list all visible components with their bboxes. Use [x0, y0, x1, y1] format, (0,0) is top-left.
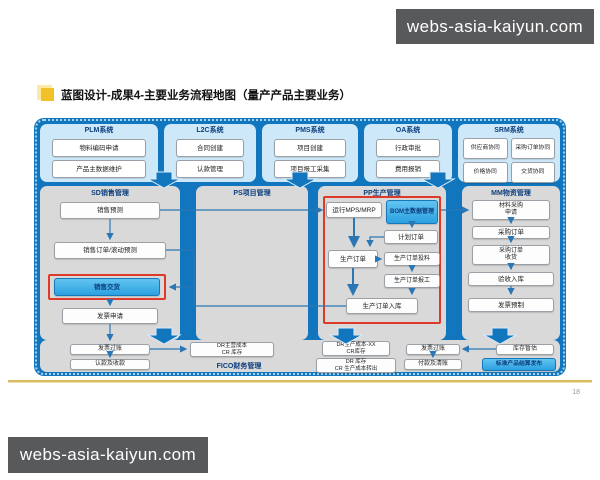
process-box-invoice-request: 发票申请: [62, 308, 158, 324]
process-box-dr-production-cost: DR生产成本-XX CR库存: [322, 341, 390, 356]
module-title-sd: SD销售管理: [91, 190, 129, 197]
process-box-planned-order: 计划订单: [384, 230, 438, 244]
module-title-mm: MM物资管理: [491, 190, 531, 197]
process-box-srm-1: 供应商协同: [463, 138, 508, 159]
title-bullet-icon: [41, 88, 54, 101]
process-box-oa-2: 费用报销: [376, 160, 440, 178]
system-title-plm: PLM系统: [84, 127, 114, 134]
system-panel-plm: PLM系统 物料编码申请 产品主数据维护: [40, 124, 158, 182]
process-box-srm-4: 交货协同: [510, 162, 555, 183]
title-underline-rule: [8, 380, 592, 382]
process-box-payment-clearing: 付款及清账: [404, 359, 462, 370]
process-box-inspection-stockin: 验收入库: [468, 272, 554, 286]
process-box-invoice-preparation: 发票预制: [468, 298, 554, 312]
module-title-ps: PS项目管理: [233, 190, 271, 197]
system-title-oa: OA系统: [395, 127, 421, 134]
process-box-l2c-1: 合同创建: [176, 139, 244, 157]
watermark-bottom-text: webs-asia-kaiyun.com: [19, 445, 197, 464]
process-box-bom-master: BOM主数据管理: [386, 200, 438, 224]
system-panel-srm: SRM系统 供应商协同 采购订单协同 价格协同 交货协同: [458, 124, 560, 183]
system-title-l2c: L2C系统: [196, 127, 224, 134]
srm-box-grid: 供应商协同 采购订单协同 价格协同 交货协同: [463, 138, 555, 183]
module-panel-ps: [196, 186, 308, 340]
process-box-purchase-order: 采购订单: [472, 226, 550, 239]
watermark-top: webs-asia-kaiyun.com: [396, 9, 594, 44]
watermark-bottom: webs-asia-kaiyun.com: [8, 437, 208, 473]
process-box-order-receipt: 生产订单入库: [346, 298, 418, 314]
page-number: 18: [572, 389, 580, 396]
process-box-invoice-posting-left: 发票过账: [70, 344, 150, 355]
process-box-standard-cost-release: 标准产品结算发布: [482, 358, 556, 371]
module-title-pp: PP生产管理: [363, 190, 401, 197]
system-panel-pms: PMS系统 项目创建 项目报工采集: [262, 124, 358, 182]
highlight-frame-pp: [323, 196, 441, 324]
system-title-srm: SRM系统: [494, 127, 524, 134]
page-title: 蓝图设计-成果4-主要业务流程地图（量产产品主要业务）: [61, 90, 352, 102]
process-box-srm-2: 采购订单协同: [510, 138, 555, 159]
process-box-plm-1: 物料编码申请: [52, 139, 146, 157]
process-box-sales-forecast: 销售预测: [60, 202, 160, 219]
process-box-pms-2: 项目报工采集: [274, 160, 346, 178]
process-box-purchase-request: 材料采购 申请: [472, 200, 550, 220]
process-box-l2c-2: 认款管理: [176, 160, 244, 178]
process-box-order-confirm: 生产订单报工: [384, 274, 440, 288]
system-title-pms: PMS系统: [295, 127, 325, 134]
system-panel-oa: OA系统 行政审批 费用报销: [364, 124, 452, 182]
process-box-sales-delivery: 销售交货: [54, 278, 160, 296]
process-box-receipt-clearing: 认款及收款: [70, 359, 150, 370]
process-box-oa-1: 行政审批: [376, 139, 440, 157]
process-box-run-mps-mrp: 运行MPS/MRP: [326, 202, 382, 218]
process-box-stock-accrual: 库存暂估: [496, 344, 554, 355]
process-box-invoice-posting-right: 发票过账: [406, 344, 460, 355]
fico-title: FICO财务管理: [216, 363, 262, 370]
system-panel-l2c: L2C系统 合同创建 认款管理: [164, 124, 256, 182]
process-box-dr-cogs: DR主营成本 CR 库存: [190, 342, 274, 357]
process-box-dr-stock: DR 库存 CR 生产成本转出: [316, 358, 396, 373]
process-box-pms-1: 项目创建: [274, 139, 346, 157]
process-box-plm-2: 产品主数据维护: [52, 160, 146, 178]
watermark-top-text: webs-asia-kaiyun.com: [406, 16, 584, 36]
process-map-diagram: PLM系统 物料编码申请 产品主数据维护 L2C系统 合同创建 认款管理 PMS…: [34, 118, 566, 376]
process-box-srm-3: 价格协同: [463, 162, 508, 183]
process-box-order-issue: 生产订单投料: [384, 252, 440, 266]
process-box-sales-order: 销售订单/滚动预测: [54, 242, 166, 259]
process-box-production-order: 生产订单: [328, 250, 378, 268]
process-box-goods-receipt: 采购订单 收货: [472, 245, 550, 265]
